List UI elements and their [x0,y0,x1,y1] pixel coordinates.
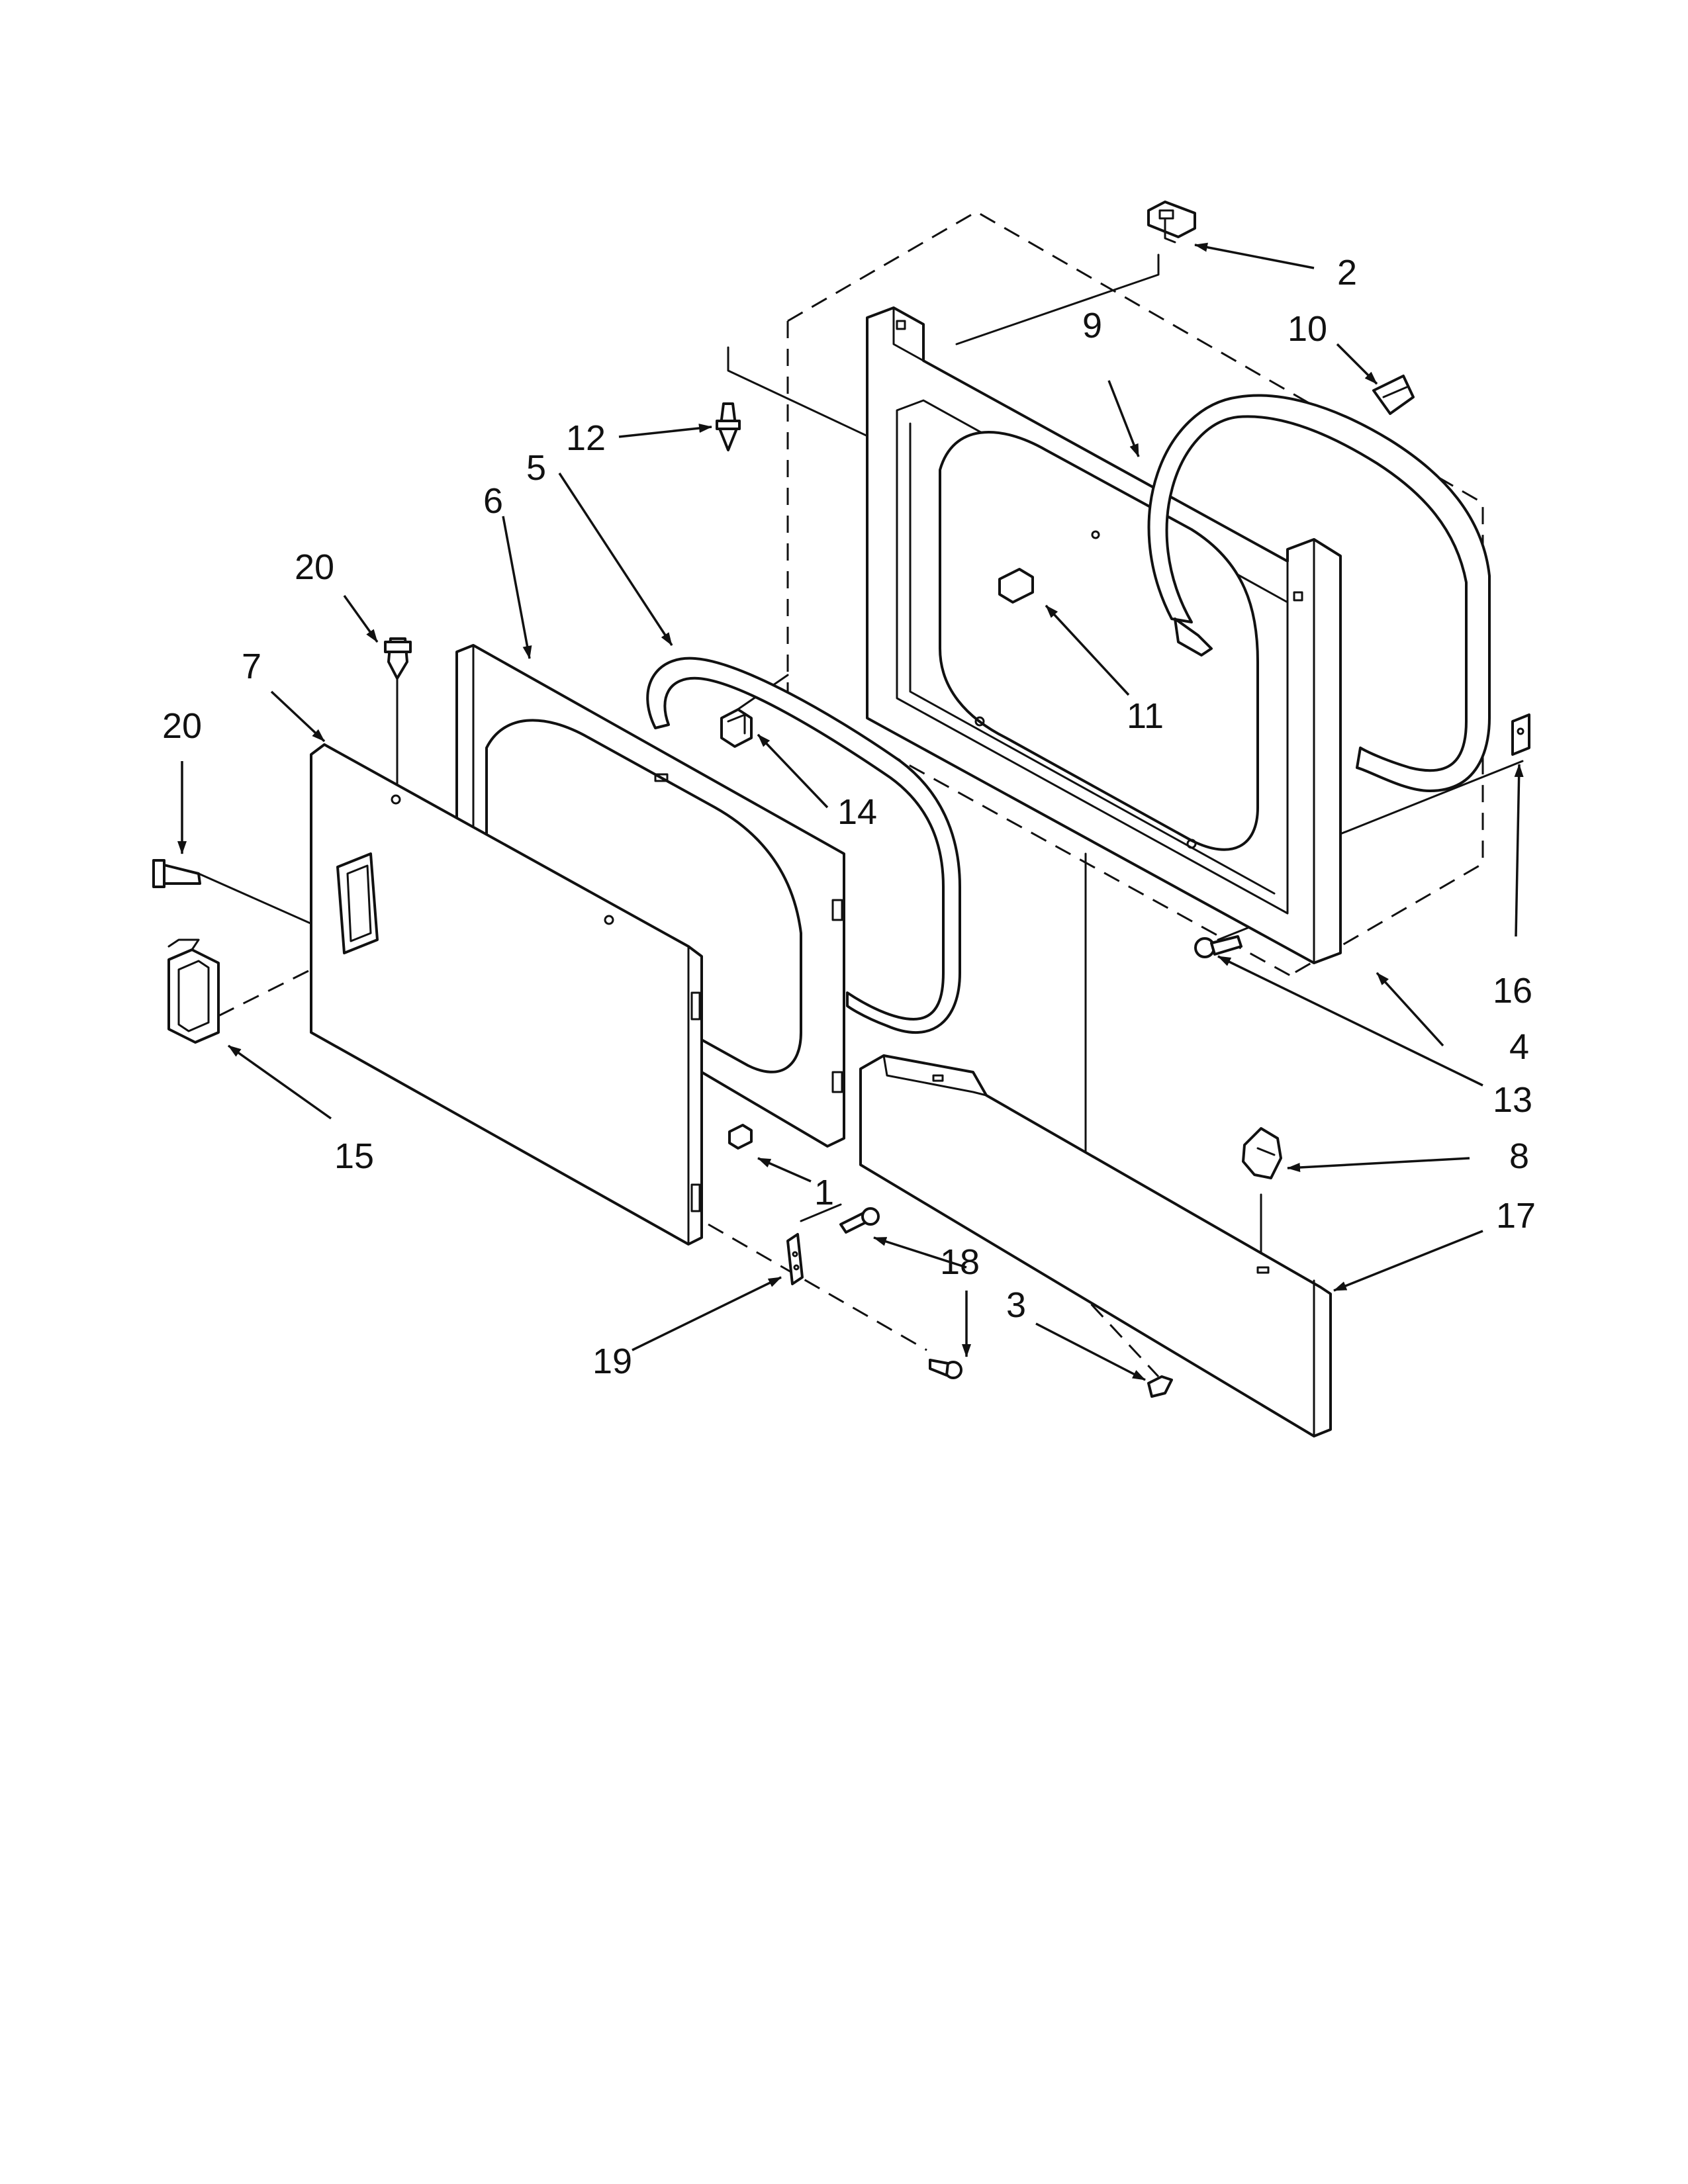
callout-labels: 2 10 9 12 5 6 20 7 20 11 14 15 1 16 4 13… [162,253,1536,1381]
callout-20a: 20 [295,547,334,587]
part-11-clip [998,568,1034,604]
callout-1: 1 [814,1173,834,1212]
part-7-outer-door [310,743,703,1246]
part-8-clip [1242,1127,1282,1179]
part-18-screw-upper [839,1207,880,1234]
callout-4: 4 [1509,1027,1529,1067]
part-2-clip [1147,201,1196,244]
callout-14: 14 [837,792,877,832]
callout-8: 8 [1509,1136,1529,1176]
callout-7: 7 [242,647,261,686]
callout-19: 19 [592,1342,632,1381]
callout-11: 11 [1127,696,1164,736]
part-20-screw-top [384,637,412,680]
leader-arrows [177,242,1524,1381]
callout-20b: 20 [162,706,202,746]
part-20-screw-side [152,859,201,888]
callout-2: 2 [1337,253,1357,293]
alignment-lines [197,253,1524,1378]
part-5-gasket [646,657,961,1034]
part-12-screw [716,402,741,451]
callout-17: 17 [1496,1196,1536,1236]
part-9-front-frame [866,306,1342,964]
callout-9: 9 [1082,306,1102,345]
part-9-gasket [1147,394,1491,792]
part-16-bracket [1511,713,1530,756]
part-14-latch [720,708,753,748]
callout-3: 3 [1006,1285,1026,1325]
part-17-toe-panel [859,1054,1332,1437]
part-1-bumper [728,1124,753,1150]
part-13-screw [1194,935,1243,958]
part-18-screw-lower [929,1359,962,1379]
callout-18: 18 [940,1242,980,1282]
callout-13: 13 [1493,1080,1532,1120]
callout-10: 10 [1288,309,1327,349]
callout-6: 6 [483,481,503,521]
callout-5: 5 [526,448,546,488]
part-19-hinge [786,1233,804,1285]
callout-15: 15 [334,1136,374,1176]
callout-16: 16 [1493,971,1532,1011]
part-15-handle [167,938,220,1044]
callout-12: 12 [566,418,606,458]
part-10-clip [1372,375,1415,415]
part-3-tab [1147,1375,1173,1398]
